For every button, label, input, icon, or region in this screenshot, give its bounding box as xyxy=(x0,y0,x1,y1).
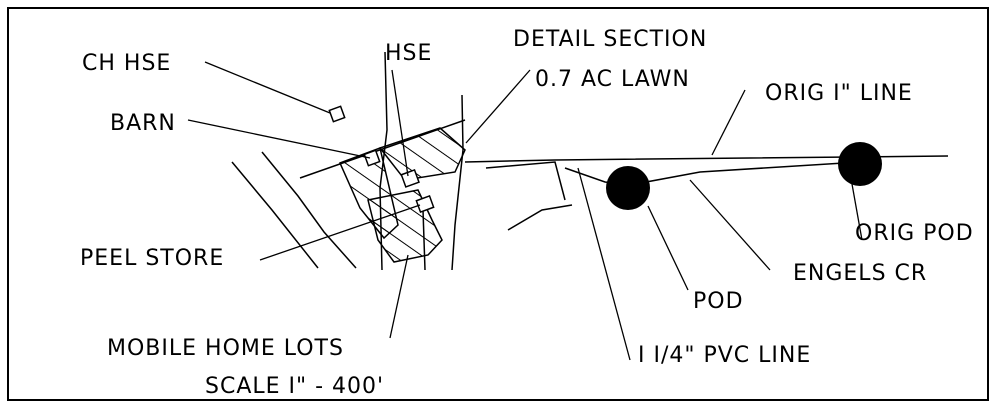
leader-lines xyxy=(187,61,863,361)
label-pod: POD xyxy=(693,289,744,314)
label-engels-cr: ENGELS CR xyxy=(793,261,927,286)
label-lawn: 0.7 AC LAWN xyxy=(535,67,690,92)
label-pvc-line: I I/4" PVC LINE xyxy=(638,343,811,368)
detail-section-parcel xyxy=(378,127,466,181)
label-hse: HSE xyxy=(385,41,432,66)
orig-pod-marker xyxy=(838,142,882,186)
orig-line-pipe xyxy=(464,155,949,163)
label-peel-store: PEEL STORE xyxy=(80,246,224,271)
label-ch-hse: CH HSE xyxy=(82,51,171,76)
barn-building xyxy=(363,149,381,167)
drawing-border xyxy=(7,7,989,401)
hatched-parcels xyxy=(338,127,466,263)
label-mobile-home-lots: MOBILE HOME LOTS xyxy=(107,336,344,361)
peel-store-building xyxy=(415,195,435,213)
pod-marker xyxy=(606,166,650,210)
label-scale: SCALE I" - 400' xyxy=(205,374,384,399)
label-orig-line: ORIG I" LINE xyxy=(765,81,913,106)
label-detail-section: DETAIL SECTION xyxy=(513,27,707,52)
ch-hse-building xyxy=(328,105,346,123)
label-barn: BARN xyxy=(110,111,176,136)
label-orig-pod: ORIG POD xyxy=(855,221,974,246)
diagram-labels: CH HSE HSE DETAIL SECTION 0.7 AC LAWN OR… xyxy=(80,27,974,399)
